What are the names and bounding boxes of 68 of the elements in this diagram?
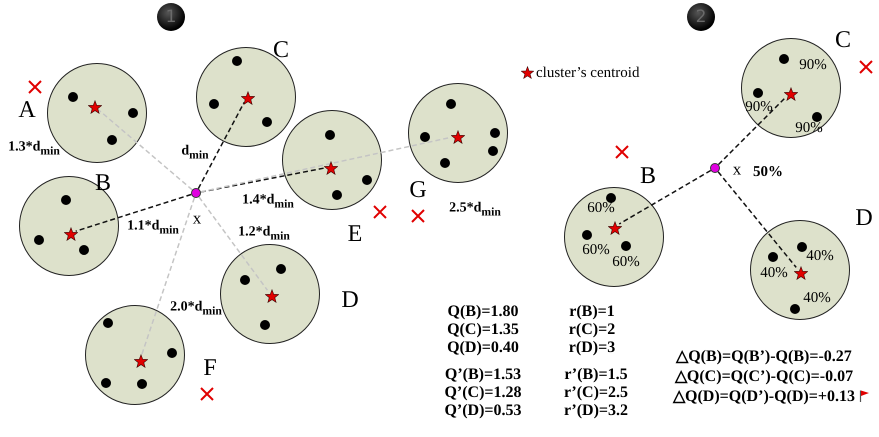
point-label: x — [192, 210, 202, 228]
query-point — [191, 188, 201, 198]
dashed-connector — [198, 196, 268, 291]
cluster-letter: B — [640, 162, 656, 190]
dashed-connector — [718, 171, 797, 268]
centroid-star — [794, 266, 808, 280]
formula-text: r’(D)=3.2 — [564, 402, 628, 420]
centroid-star — [324, 161, 338, 175]
dashed-connector — [75, 194, 192, 232]
formula-text: Q(C)=1.35 — [447, 321, 519, 339]
edge-label: d$_{min}$ — [181, 144, 209, 162]
percentage-label: 40% — [806, 248, 834, 264]
point-label: x — [732, 160, 742, 180]
query-point — [710, 163, 720, 173]
percentage-label: 40% — [803, 290, 831, 306]
centroid-star — [241, 91, 255, 105]
cluster-letter: D — [855, 204, 873, 232]
edge-label: 1.1*d$_{min}$ — [127, 218, 179, 238]
percentage-label: 60% — [582, 242, 610, 258]
centroid-star — [64, 227, 78, 241]
formula-text: r(D)=3 — [568, 339, 616, 357]
centroid-star — [784, 87, 798, 101]
step-badge: 1 — [157, 3, 185, 31]
percentage-label: 90% — [745, 98, 773, 116]
cluster-letter: E — [348, 220, 362, 248]
centroid-star — [134, 354, 148, 368]
formula-text: Q(D)=0.40 — [447, 339, 519, 357]
percentage-label: 90% — [799, 56, 827, 74]
dashed-connector — [718, 96, 786, 166]
edge-label: 2.0*d$_{min}$ — [170, 300, 222, 318]
formula-text: Q(B)=1.80 — [448, 303, 518, 321]
edge-label: 1.3*d$_{min}$ — [8, 140, 60, 158]
formula-text: Q’(C)=1.28 — [444, 384, 522, 402]
cluster-letter: B — [95, 170, 111, 196]
centroid-star — [451, 130, 465, 144]
dashed-connector — [98, 109, 193, 190]
formula-text: r’(C)=2.5 — [564, 384, 628, 402]
dashed-connector — [141, 197, 196, 355]
formula-text: r(C)=2 — [568, 321, 616, 339]
edge-label: 1.2*d$_{min}$ — [238, 224, 290, 244]
centroid-star — [608, 221, 622, 235]
delta-formula: △Q(B)=Q(B’)-Q(B)=-0.27 — [676, 348, 852, 366]
centroid-star — [88, 100, 102, 114]
percentage-label: 50% — [753, 164, 783, 180]
centroid-star — [265, 289, 279, 303]
delta-formula: △Q(C)=Q(C’)-Q(C)=-0.07 — [674, 368, 854, 386]
legend-label: cluster’s centroid — [536, 64, 640, 82]
edge-label: 1.4*d$_{min}$ — [242, 192, 294, 212]
formula-text: Q’(B)=1.53 — [444, 366, 522, 384]
formula-text: r(B)=1 — [569, 303, 615, 321]
dashed-connector — [618, 170, 712, 225]
percentage-label: 40% — [760, 264, 788, 282]
cluster-letter: G — [409, 176, 427, 204]
edge-label: 2.5*d$_{min}$ — [449, 200, 501, 220]
formula-text: r’(B)=1.5 — [564, 366, 628, 384]
cluster-letter: C — [273, 36, 289, 64]
cluster-letter: A — [18, 96, 36, 124]
cluster-letter: F — [203, 354, 217, 382]
dashed-connector — [200, 167, 324, 193]
cluster-letter: D — [341, 286, 359, 314]
delta-formula: △Q(D)=Q(D’)-Q(D)=+0.13 — [673, 388, 855, 406]
cluster-letter: C — [835, 26, 851, 54]
step-badge: 2 — [687, 3, 715, 31]
percentage-label: 60% — [612, 254, 640, 270]
dashed-connector — [198, 102, 245, 189]
percentage-label: 60% — [587, 200, 615, 216]
percentage-label: 90% — [795, 120, 823, 136]
formula-text: Q’(D)=0.53 — [444, 402, 522, 420]
